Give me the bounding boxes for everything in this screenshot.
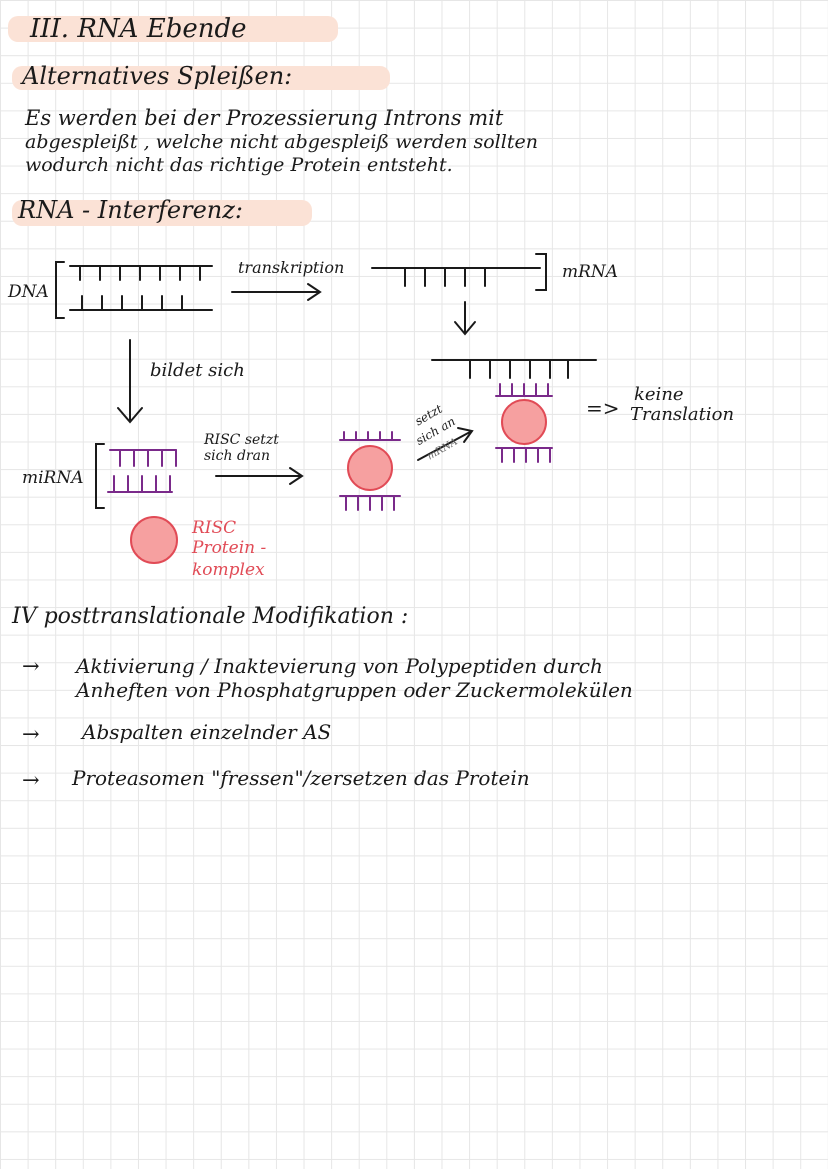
risc-sets-line2: sich dran bbox=[204, 448, 270, 464]
bildet-label: bildet sich bbox=[150, 360, 245, 381]
dna-label: DNA bbox=[8, 282, 49, 302]
risc-label-line2: Protein - bbox=[192, 538, 267, 558]
risc-circle-middle bbox=[347, 445, 393, 491]
bullet3-arrow: → bbox=[22, 768, 40, 792]
down-arrow-mrna bbox=[454, 301, 476, 336]
mrna-label: mRNA bbox=[562, 262, 619, 282]
risc-sets-arrow bbox=[215, 467, 304, 485]
bullet3-text: Proteasomen "fressen"/zersetzen das Prot… bbox=[72, 766, 530, 790]
bullet1-arrow: → bbox=[22, 654, 40, 678]
transcription-label: transkription bbox=[238, 258, 345, 277]
risc-label-line3: komplex bbox=[192, 560, 265, 580]
bullet1-line2: Anheften von Phosphatgruppen oder Zucker… bbox=[76, 678, 633, 702]
section4-title: IV posttranslationale Modifikation : bbox=[12, 604, 409, 629]
transcription-arrow bbox=[231, 283, 322, 301]
interference-heading: RNA - Interferenz: bbox=[18, 196, 243, 224]
risc-circle-bound bbox=[501, 399, 547, 445]
result-arrow: => bbox=[586, 396, 620, 420]
section3-title: III. RNA Ebende bbox=[30, 14, 247, 44]
down-arrow-dna bbox=[117, 339, 143, 424]
subtitle-highlight bbox=[12, 66, 390, 90]
bullet2-text: Abspalten einzelnder AS bbox=[82, 720, 332, 744]
bullet1-line1: Aktivierung / Inaktevierung von Polypept… bbox=[76, 654, 603, 678]
section3-text-line1: Es werden bei der Prozessierung Introns … bbox=[25, 106, 504, 130]
mirna-bracket bbox=[95, 443, 105, 509]
mirna-label: miRNA bbox=[22, 468, 84, 488]
bullet2-arrow: → bbox=[22, 722, 40, 746]
title-highlight bbox=[8, 16, 338, 42]
risc-label-line1: RISC bbox=[192, 518, 237, 538]
translation-label: Translation bbox=[630, 404, 735, 425]
risc-sets-line1: RISC setzt bbox=[204, 432, 279, 448]
mrna-bracket bbox=[535, 253, 547, 291]
section3-text-line2: abgespleißt , welche nicht abgespleiß we… bbox=[25, 131, 538, 153]
section3-text-line3: wodurch nicht das richtige Protein entst… bbox=[25, 154, 453, 176]
keine-label: keine bbox=[634, 384, 684, 405]
dna-bracket bbox=[55, 261, 65, 319]
interference-highlight bbox=[12, 200, 312, 226]
risc-circle-legend bbox=[130, 516, 178, 564]
section3-subtitle: Alternatives Spleißen: bbox=[22, 62, 293, 90]
mirna-strands bbox=[107, 383, 553, 511]
attach-arrow bbox=[417, 427, 474, 461]
